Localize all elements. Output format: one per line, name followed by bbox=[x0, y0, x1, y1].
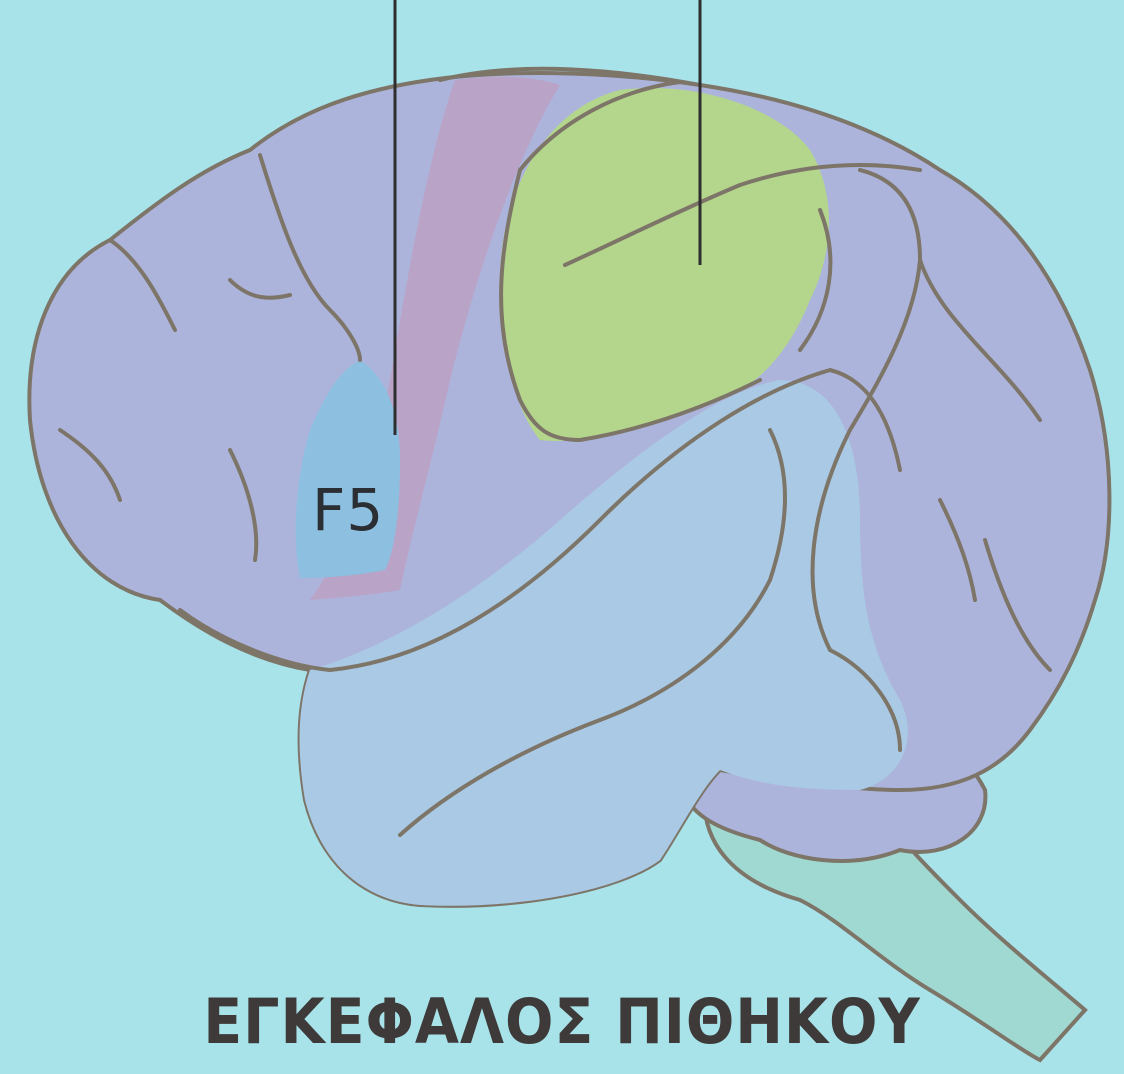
f5-label: F5 bbox=[312, 476, 384, 544]
diagram-caption: ΕΓΚΕΦΑΛΟΣ ΠΙΘΗΚΟΥ bbox=[45, 985, 1079, 1058]
